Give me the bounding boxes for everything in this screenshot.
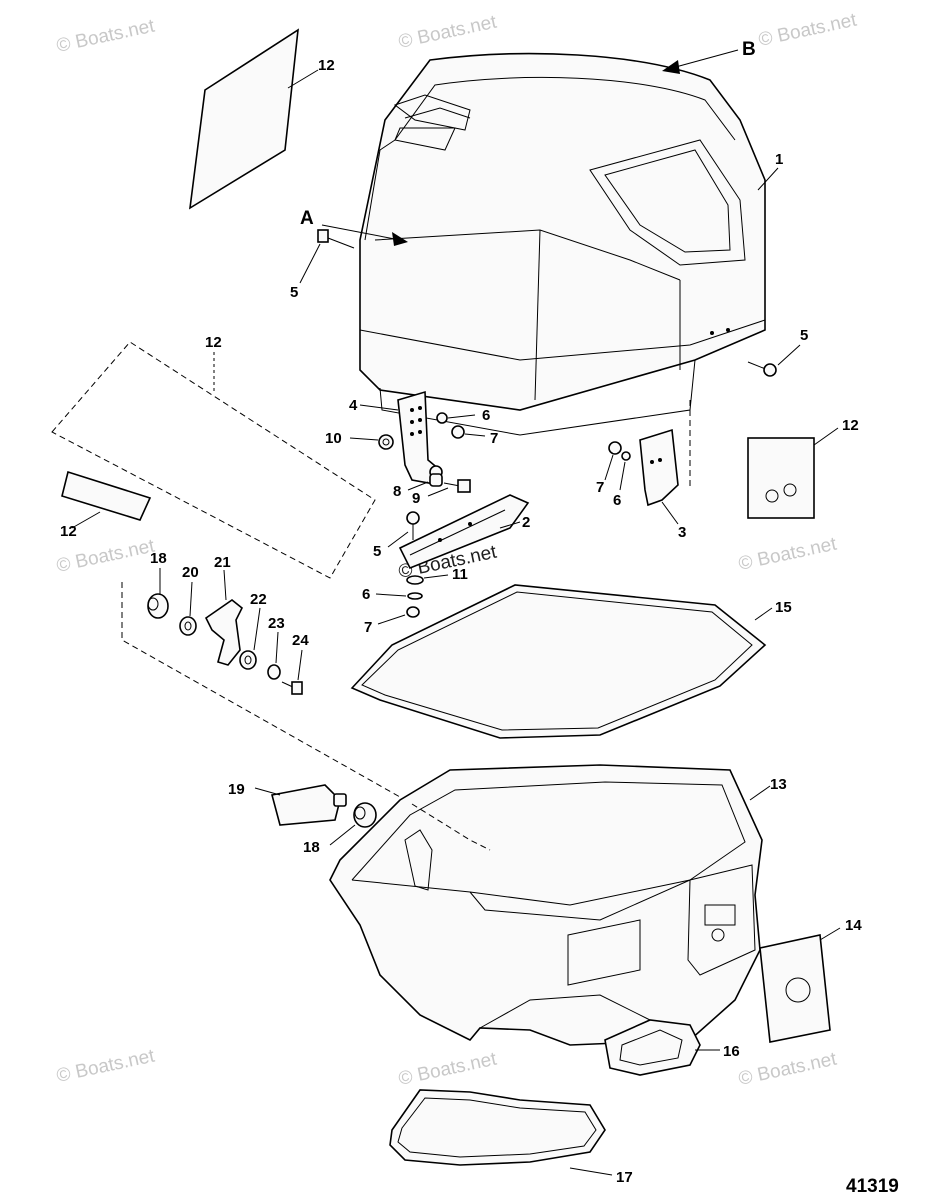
callout-16: 16: [723, 1043, 740, 1060]
plate-part-14: [759, 927, 841, 1043]
callout-5: 5: [290, 284, 298, 301]
bracket-part-3: [639, 428, 679, 525]
nut-part-7-c: [604, 441, 622, 481]
screw-part-9: [427, 479, 471, 497]
decal-part-12-right: [747, 427, 839, 519]
bushing-part-8: [407, 473, 443, 491]
callout-2: 2: [522, 514, 530, 531]
screw-part-5-right: [747, 344, 801, 377]
callout-15: 15: [775, 599, 792, 616]
watermark: © Boats.net: [737, 534, 839, 575]
callout-19: 19: [228, 781, 245, 798]
callout-5: 5: [373, 543, 381, 560]
nut-part-7-b: [377, 606, 420, 625]
callout-24: 24: [292, 632, 309, 649]
callout-7: 7: [490, 430, 498, 447]
bottom-cowl-part-13: [329, 764, 771, 1046]
seal-part-15: [350, 584, 773, 739]
bracket-part-4: [359, 390, 443, 486]
grommet-part-16: [604, 1019, 720, 1076]
top-cowl-part-1: [359, 52, 779, 436]
view-label-a: A: [300, 208, 314, 229]
callout-labels: A B 1 2 3 4 5 5 5 6 6 6 7 7 7 8 9 10 11 …: [60, 39, 899, 1197]
callout-12: 12: [842, 417, 859, 434]
callout-23: 23: [268, 615, 285, 632]
washer-part-22: [239, 607, 261, 670]
figure-number: 41319: [846, 1176, 899, 1197]
watermark: © Boats.net: [737, 1049, 839, 1090]
watermark: © Boats.net: [397, 1049, 499, 1090]
callout-14: 14: [845, 917, 862, 934]
nut-part-7-a: [451, 425, 486, 439]
latch-lever-part-19: [254, 784, 347, 826]
callout-11: 11: [452, 566, 468, 583]
latch-part-2: [398, 494, 530, 570]
callout-12: 12: [60, 523, 77, 540]
screw-part-5-center: [387, 511, 420, 548]
callout-12: 12: [318, 57, 335, 74]
callout-8: 8: [393, 483, 401, 500]
callout-7: 7: [596, 479, 604, 496]
washer-part-20: [179, 581, 197, 636]
callout-9: 9: [412, 490, 420, 507]
watermark: © Boats.net: [55, 16, 157, 57]
callout-18: 18: [150, 550, 167, 567]
callout-7: 7: [364, 619, 372, 636]
callout-3: 3: [678, 524, 686, 541]
view-label-b: B: [742, 39, 756, 60]
callout-21: 21: [214, 554, 231, 571]
screw-part-5-left: [299, 229, 355, 284]
callout-1: 1: [775, 151, 783, 168]
hook-part-21: [204, 569, 244, 666]
callout-4: 4: [349, 397, 358, 414]
watermark: © Boats.net: [757, 10, 859, 51]
callout-20: 20: [182, 564, 199, 581]
watermark: © Boats.net: [397, 12, 499, 53]
callout-22: 22: [250, 591, 267, 608]
callout-5: 5: [800, 327, 808, 344]
view-arrows: [321, 49, 739, 246]
decal-part-12-small: [61, 470, 152, 529]
washer-part-23: [267, 631, 281, 680]
callout-10: 10: [325, 430, 342, 447]
gasket-part-17: [389, 1089, 613, 1176]
callout-6: 6: [362, 586, 370, 603]
decal-part-12-dashed: [51, 341, 376, 579]
watermark: © Boats.net: [55, 536, 157, 577]
callout-13: 13: [770, 776, 787, 793]
washer-part-6-c: [619, 451, 631, 491]
decal-part-12-top: [188, 28, 319, 210]
bushing-part-18-b: [329, 802, 377, 846]
bushing-part-18-a: [147, 568, 169, 619]
callout-17: 17: [616, 1169, 633, 1186]
screw-part-24: [281, 649, 303, 695]
washer-part-11: [406, 574, 449, 585]
nut-part-10: [349, 434, 394, 450]
watermark: © Boats.net: [55, 1046, 157, 1087]
alignment-line: [411, 803, 491, 851]
callout-6: 6: [613, 492, 621, 509]
callout-6: 6: [482, 407, 490, 424]
callout-18: 18: [303, 839, 320, 856]
washer-part-6-b: [375, 592, 423, 600]
washer-part-6-a: [436, 412, 476, 424]
callout-12: 12: [205, 334, 222, 351]
